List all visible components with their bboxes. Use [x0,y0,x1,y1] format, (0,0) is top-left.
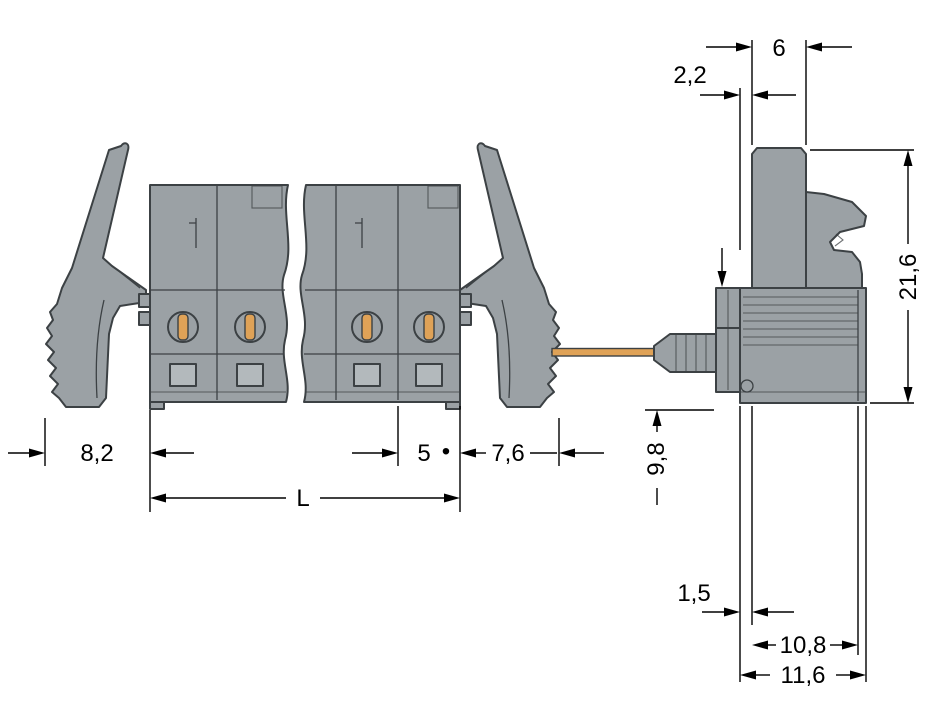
dimension-arrow [652,410,662,426]
pin-nozzle [653,333,717,373]
dimension-label: 21,6 [895,254,922,301]
dimension-arrow [806,42,822,52]
dimension-label: 5 [417,440,430,467]
housing-details [149,185,461,410]
latch-slot-mark [189,218,197,248]
nozzle-outline [653,333,717,373]
dimension-arrow [559,448,575,458]
latch-outline [805,191,867,289]
right-lever-inner-contour [501,299,511,399]
label-background [888,244,920,310]
nozzle-hatch-lines [675,335,707,371]
dimension-label: 9,8 [643,442,670,475]
right-lever-hook-detail [465,267,492,289]
right-lock-lever [459,142,561,408]
right-lever-outline [459,142,561,408]
dimension-label: 10,8 [780,632,827,659]
latch-teeth-detail [834,233,844,247]
actuation-slot [244,313,256,341]
left-lever-inner-contour [95,299,105,399]
contact-openings [167,311,445,343]
dimension-label: 8,2 [80,440,113,467]
connector-body-side [739,287,867,404]
dim-6: 6 [706,32,852,145]
test-window [353,363,381,387]
dimension-arrow [460,448,476,458]
left-lever-hook-detail [114,267,141,289]
latch-slot-mark [355,218,363,248]
test-window [415,363,443,387]
dimension-arrow [850,670,866,680]
dim-10-8: 10,8 [752,632,858,659]
dimension-label: 1,5 [677,580,710,607]
dimension-arrow [752,607,768,617]
dim-8-2: 8,2 [8,440,194,467]
dimension-arrow [150,448,166,458]
dimension-arrow [724,90,740,100]
foot [149,401,165,410]
dimension-arrow [724,607,740,617]
dimension-label: L [296,485,309,512]
foot [445,401,461,410]
front-dimensions: 8,2 5 • 7,6 [8,406,604,512]
dimension-label: 2,2 [673,62,706,89]
housing-right-half [299,184,461,403]
dimension-arrow [752,90,768,100]
leader-arrow [717,271,727,287]
locking-latch [805,191,867,289]
dim-1-5: 1,5 [677,580,794,617]
edge-leader [717,248,727,287]
actuation-slot [361,313,373,341]
fixing-eye [740,379,754,393]
dim-7-6: 7,6 [460,440,604,467]
dimension-arrow [903,387,913,403]
dimension-arrow [150,493,166,503]
left-lock-lever [45,142,147,408]
dim-2-2: 2,2 [673,62,796,250]
housing-left-half [149,184,290,403]
actuation-slot [177,313,189,341]
dim-5: 5 • [352,438,450,467]
dimension-label: 7,6 [491,440,524,467]
clamp-lamination-lines [743,296,858,346]
actuation-slot [423,313,435,341]
coding-tower [751,147,807,289]
note-marker: • [442,438,450,465]
dim-9-8: 9,8 [638,409,714,505]
solder-pin [551,347,657,357]
side-dimensions: 6 2,2 [638,32,922,689]
test-window [169,363,197,387]
test-window [236,363,264,387]
side-view: 6 2,2 [551,32,922,689]
left-lever-outline [45,142,147,408]
dim-11-6: 11,6 [740,662,866,689]
dim-L: L [150,485,460,512]
dimension-label: 11,6 [781,662,826,689]
dimension-arrow [444,493,460,503]
top-recess [251,185,283,209]
dimension-arrow [382,448,398,458]
dimension-arrow [736,42,752,52]
top-recess [427,185,459,209]
label-background [767,32,791,60]
test-windows [169,363,443,387]
dimension-label: 6 [772,35,785,62]
dimension-arrow [740,670,756,680]
front-column [715,287,741,393]
front-view: 8,2 5 • 7,6 [8,142,604,512]
label-background [638,432,670,488]
dimension-arrow [752,640,768,650]
dim-21-6: 21,6 [810,149,922,404]
dimension-arrow [842,640,858,650]
dimension-arrow [29,448,45,458]
dimension-arrow [903,150,913,166]
